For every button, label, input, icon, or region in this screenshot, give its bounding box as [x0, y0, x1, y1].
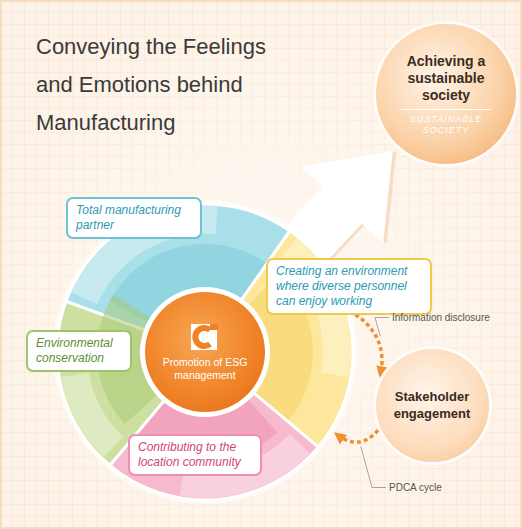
node-text: Stakeholder engagement: [387, 388, 477, 422]
theme-tag: Environmental conservation: [26, 330, 132, 372]
node-text: Contributing to the location community: [138, 440, 252, 470]
stakeholder-circle: Stakeholder engagement: [376, 349, 489, 462]
logo-notch: [210, 324, 218, 330]
wheel-hub-ring: [141, 288, 269, 416]
edge-label: Information disclosure: [392, 312, 490, 323]
growth-arrow-body: [62, 113, 434, 500]
logo-c: [195, 328, 210, 346]
edge-label: PDCA cycle: [389, 482, 442, 493]
company-logo: [188, 322, 222, 352]
theme-tag: Creating an environment where diverse pe…: [266, 258, 432, 315]
core-circle: Promotion of ESG management: [145, 292, 265, 412]
wheel-highlight: [61, 372, 123, 457]
leader-line: [361, 446, 386, 487]
node-text: Achieving a sustainable society: [390, 53, 502, 104]
goal-globe: Achieving a sustainable societySUSTAINAB…: [376, 24, 516, 164]
theme-tag: Total manufacturing partner: [66, 197, 202, 239]
node-text: SUSTAINABLE SOCIETY: [401, 109, 491, 136]
logo-square: [191, 324, 217, 350]
node-text: Total manufacturing partner: [76, 203, 192, 233]
leader-line: [375, 318, 389, 337]
diagram-title: Conveying the Feelings and Emotions behi…: [36, 28, 294, 142]
node-text: Creating an environment where diverse pe…: [276, 264, 422, 309]
theme-tag: Contributing to the location community: [128, 434, 262, 476]
dashed-cycle-arrow: [336, 430, 378, 442]
node-text: Promotion of ESG management: [157, 356, 253, 382]
node-text: Environmental conservation: [36, 336, 122, 366]
dashed-cycle-arrow: [355, 315, 382, 376]
